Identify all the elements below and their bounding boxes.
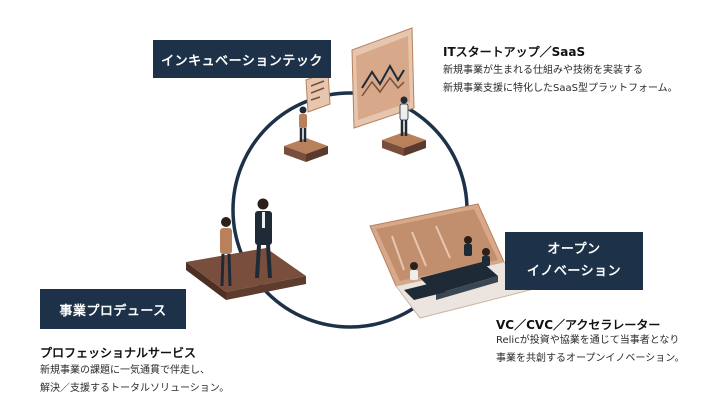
incubation-heading: ITスタートアップ／SaaS	[443, 45, 586, 59]
business-produce-label: 事業プロデュース	[40, 289, 186, 329]
business-produce-heading: プロフェッショナルサービス	[40, 346, 197, 360]
business-produce-illustration	[186, 198, 306, 300]
open-innovation-description-line: Relicが投資や協業を通じて当事者となり	[496, 335, 680, 346]
open-innovation-description: Relicが投資や協業を通じて当事者となり 事業を共創するオープンイノベーション…	[496, 332, 685, 368]
open-innovation-label-line: イノベーション	[526, 264, 622, 279]
incubation-description: 新規事業が生まれる仕組みや技術を実装する 新規事業支援に特化したSaaS型プラッ…	[443, 62, 678, 98]
open-innovation-description-line: 事業を共創するオープンイノベーション。	[496, 353, 685, 364]
business-produce-description: 新規事業の課題に一気通貫で伴走し、 解決／支援するトータルソリューション。	[40, 362, 229, 398]
incubation-description-line: 新規事業が生まれる仕組みや技術を実装する	[443, 65, 643, 76]
open-innovation-heading: VC／CVC／アクセラレーター	[496, 318, 661, 332]
incubation-tech-label: インキュベーションテック	[153, 40, 331, 78]
open-innovation-label: オープン イノベーション	[505, 232, 643, 290]
business-produce-label-text: 事業プロデュース	[59, 303, 167, 319]
incubation-tech-label-text: インキュベーションテック	[161, 53, 323, 69]
open-innovation-label-line: オープン	[547, 242, 601, 257]
business-produce-description-line: 新規事業の課題に一気通貫で伴走し、	[40, 365, 210, 376]
incubation-illustration	[284, 27, 426, 162]
open-innovation-illustration	[369, 203, 531, 319]
incubation-description-line: 新規事業支援に特化したSaaS型プラットフォーム。	[443, 83, 678, 94]
business-produce-description-line: 解決／支援するトータルソリューション。	[40, 383, 230, 394]
